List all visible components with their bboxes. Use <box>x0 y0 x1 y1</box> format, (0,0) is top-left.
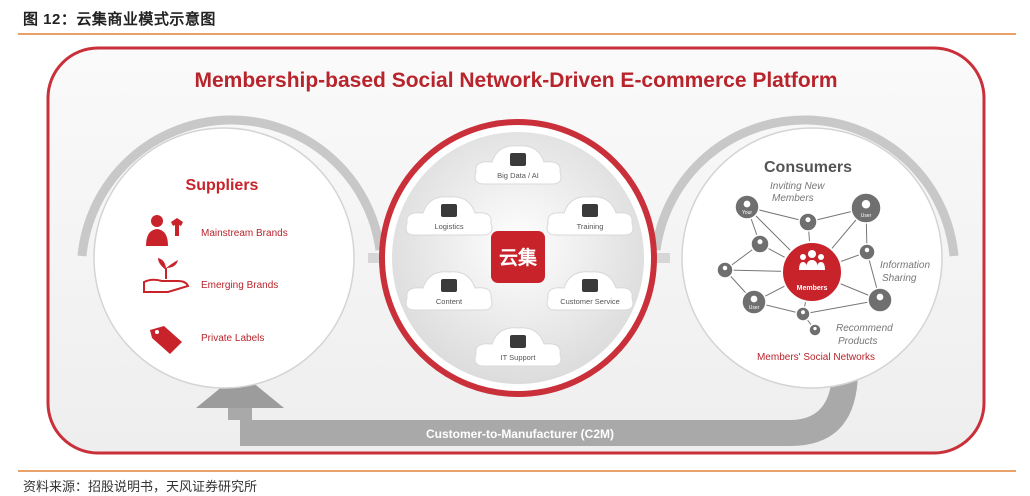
inviting-label: Members <box>772 193 814 204</box>
user-node <box>798 212 818 232</box>
service-label: Content <box>436 297 463 306</box>
user-node-label: User <box>749 305 760 311</box>
service-label: Training <box>577 222 604 231</box>
info-sharing-label: Information <box>880 260 930 271</box>
user-node <box>750 234 770 254</box>
service-cloud: Content <box>405 271 493 311</box>
service-label: IT Support <box>501 353 537 362</box>
members-node <box>781 241 843 303</box>
user-icon <box>876 293 884 301</box>
user-node <box>795 306 811 322</box>
left-gray-ring <box>77 115 385 257</box>
right-gray-ring <box>651 115 959 257</box>
user-node <box>867 287 893 313</box>
c2m-label: Customer-to-Manufacturer (C2M) <box>426 427 614 441</box>
user-node: Your <box>734 194 760 220</box>
user-icon <box>861 200 871 209</box>
service-label: Customer Service <box>560 297 620 306</box>
yunji-logo: 云集 <box>491 231 545 283</box>
info-sharing-label: Sharing <box>882 273 917 284</box>
diagram-title: Membership-based Social Network-Driven E… <box>194 69 837 92</box>
service-cloud: Logistics <box>405 196 493 236</box>
social-networks-label: Members' Social Networks <box>757 352 875 363</box>
top-rule <box>18 33 1016 35</box>
user-icon <box>801 310 805 315</box>
user-icon <box>757 239 763 245</box>
supplier-label: Mainstream Brands <box>201 228 288 239</box>
user-icon <box>750 295 758 303</box>
user-node: User <box>741 289 767 315</box>
members-label: Members <box>797 285 828 292</box>
user-node-label: Your <box>742 210 752 216</box>
yunji-logo-text: 云集 <box>499 246 538 269</box>
suppliers-heading: Suppliers <box>186 177 259 194</box>
service-cloud: Training <box>546 196 634 236</box>
price-tag-icon <box>150 326 182 354</box>
supplier-label: Private Labels <box>201 333 264 344</box>
service-cloud: Customer Service <box>546 271 634 311</box>
c2m-arrow-head <box>196 372 284 408</box>
training-board-icon <box>582 204 598 217</box>
consumers-heading: Consumers <box>764 159 852 176</box>
user-icon <box>813 326 817 331</box>
truck-icon <box>441 204 457 217</box>
connector-right <box>646 253 670 263</box>
brain-chip-icon <box>510 153 526 166</box>
user-icon <box>805 217 811 223</box>
document-icon <box>441 279 457 292</box>
user-icon <box>743 200 751 208</box>
user-node-label: User <box>861 213 872 219</box>
supplier-label: Emerging Brands <box>201 280 278 291</box>
members-group-icon <box>799 250 825 270</box>
sprout-hand-icon <box>143 258 190 293</box>
c2m-arrow-body <box>240 370 858 446</box>
user-node: User <box>850 192 882 224</box>
monitor-icon <box>510 335 526 348</box>
bottom-rule <box>18 470 1016 472</box>
headset-icon <box>582 279 598 292</box>
user-node <box>858 243 876 261</box>
brand-person-icon <box>146 215 183 246</box>
inviting-label: Inviting New <box>770 181 825 192</box>
user-icon <box>722 265 728 271</box>
service-cloud: IT Support <box>474 327 562 367</box>
service-label: Big Data / AI <box>497 171 539 180</box>
user-node <box>808 323 822 337</box>
figure-title: 图 12：云集商业模式示意图 <box>23 11 216 28</box>
recommend-label: Recommend <box>836 323 893 334</box>
service-cloud: Big Data / AI <box>474 145 562 185</box>
recommend-label: Products <box>838 336 877 347</box>
user-node <box>716 261 734 279</box>
user-icon <box>864 247 870 253</box>
service-label: Logistics <box>434 222 463 231</box>
source-note: 资料来源：招股说明书，天风证券研究所 <box>23 479 258 494</box>
suppliers-circle <box>93 127 355 389</box>
